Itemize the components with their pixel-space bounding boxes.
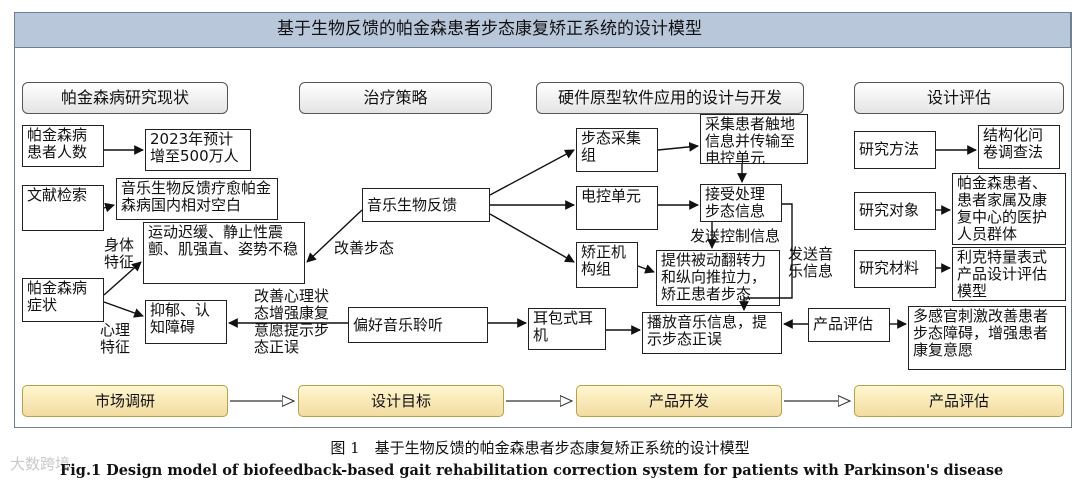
label-improve-mind: 改善心理状态增强康复意愿提示步态正误: [254, 287, 330, 356]
node-ecu: 电控单元: [576, 186, 658, 230]
node-forecast: 2023年预计增至500万人: [145, 129, 251, 171]
arrow-receive-play: [739, 203, 793, 311]
label-improve-gait: 改善步态: [334, 239, 395, 257]
node-collect-desc: 采集患者触地信息并传输至电控单元: [700, 114, 808, 164]
node-physical-symptoms: 运动迟缓、静止性震颤、肌强直、姿势不稳: [143, 222, 305, 284]
node-questionnaire: 结构化问卷调查法: [978, 125, 1060, 169]
node-earphone: 耳包式耳机: [528, 308, 606, 350]
node-method: 研究方法: [854, 131, 936, 169]
label-send-music: 发送音乐信息: [788, 245, 834, 280]
node-music-biofeedback: 音乐生物反馈: [362, 188, 490, 222]
arrow-collect-desc: [657, 142, 699, 152]
footer-market: 市场调研: [22, 385, 228, 417]
arrow-correct-force: [637, 264, 655, 274]
footer-eval: 产品评估: [854, 385, 1064, 417]
node-eval-desc: 多感官刺激改善患者步态障碍，增强患者康复意愿: [908, 306, 1066, 370]
header-strategy: 治疗策略: [299, 82, 492, 114]
node-patients: 帕金森病患者人数: [22, 125, 104, 167]
arrow-symptoms-physical: [103, 261, 142, 296]
node-object-desc: 帕金森患者、患者家属及康复中心的医护人员群体: [952, 173, 1066, 245]
arrow-literature-blank: [103, 202, 115, 213]
diagram-title: 基于生物反馈的帕金森患者步态康复矫正系统的设计模型: [14, 12, 1071, 48]
footer-dev: 产品开发: [576, 385, 782, 417]
label-mind-symptom: 心理特征: [100, 321, 131, 356]
node-mental-symptoms: 抑郁、认知障碍: [145, 300, 227, 344]
node-play-music: 播放音乐信息，提示步态正误: [642, 312, 782, 354]
arrow-bio-collect: [489, 149, 575, 196]
node-receive-process: 接受处理步态信息: [700, 184, 782, 222]
node-scale: 利克特量表式产品设计评估模型: [952, 247, 1066, 301]
node-literature: 文献检索: [22, 185, 104, 231]
node-material: 研究材料: [854, 250, 936, 288]
caption-english: Fig.1 Design model of biofeedback-based …: [60, 462, 1004, 479]
header-hardware-software: 硬件原型软件应用的设计与开发: [536, 82, 804, 114]
node-object: 研究对象: [854, 192, 936, 230]
node-blank: 音乐生物反馈疗愈帕金森病国内相对空白: [116, 178, 278, 220]
node-provide-force: 提供被动翻转力和纵向推拉力，矫正患者步态: [656, 250, 780, 306]
node-music-preference: 偏好音乐聆听: [348, 307, 488, 343]
label-body-symptom: 身体特征: [104, 236, 135, 271]
header-evaluation: 设计评估: [854, 82, 1064, 114]
header-research-status: 帕金森病研究现状: [22, 82, 228, 114]
arrow-bio-correct: [489, 213, 575, 263]
arrow-bio-improve: [306, 209, 363, 263]
node-product-eval: 产品评估: [808, 308, 890, 342]
node-gait-collect: 步态采集组: [576, 128, 658, 172]
arrow-symptoms-mental: [103, 301, 144, 318]
caption-chinese: 图 1 基于生物反馈的帕金森患者步态康复矫正系统的设计模型: [330, 439, 750, 457]
node-symptoms: 帕金森病症状: [22, 278, 104, 322]
watermark: 大数跨境: [10, 455, 71, 473]
footer-target: 设计目标: [298, 385, 504, 417]
node-correct-group: 矫正机构组: [576, 242, 638, 288]
